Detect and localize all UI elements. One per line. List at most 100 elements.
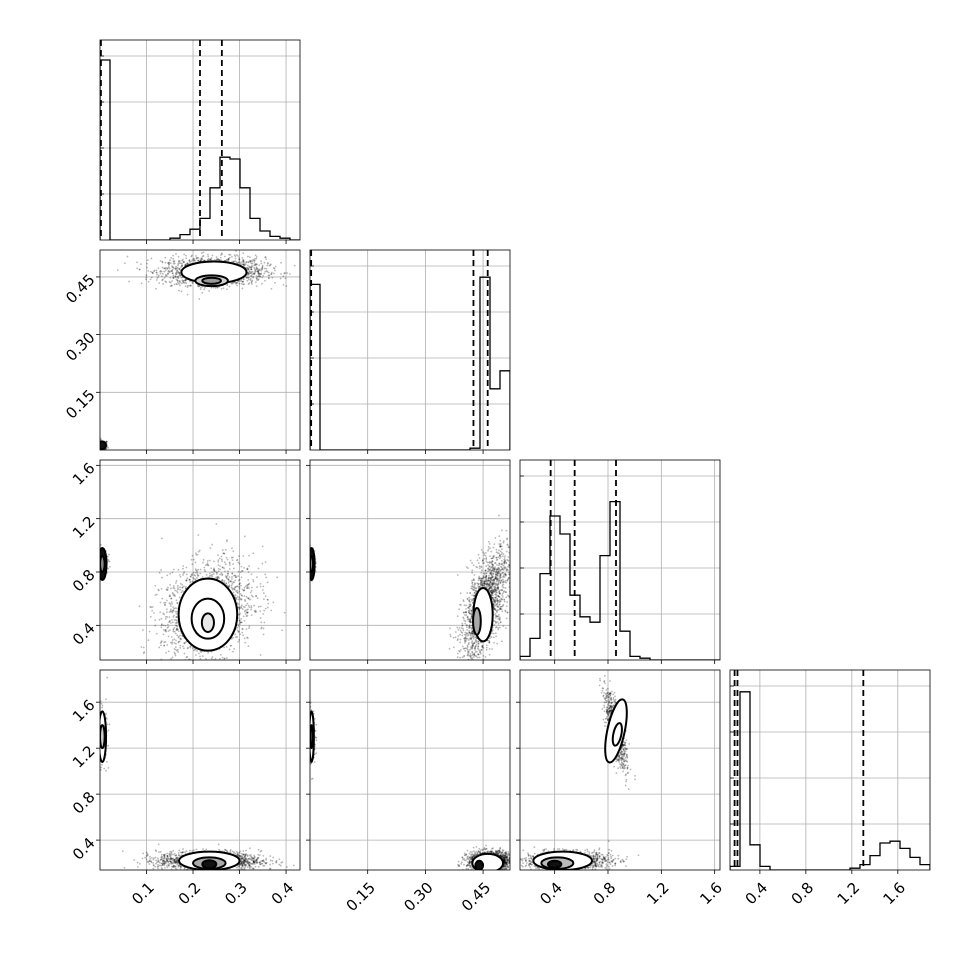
scatter-point <box>492 598 495 600</box>
scatter-point <box>256 270 259 273</box>
scatter-point <box>189 581 192 584</box>
scatter-point <box>452 646 455 649</box>
scatter-point <box>471 645 474 647</box>
scatter-point <box>231 587 234 590</box>
scatter-point <box>495 571 498 573</box>
scatter-point <box>179 284 181 287</box>
scatter-point <box>473 584 476 586</box>
panel-0-0 <box>99 39 301 244</box>
scatter-point <box>227 257 230 260</box>
scatter-point <box>149 270 152 273</box>
scatter-point <box>209 259 212 261</box>
scatter-point <box>195 577 198 579</box>
scatter-point <box>279 277 282 280</box>
scatter-point <box>247 583 249 586</box>
scatter-point <box>490 566 493 569</box>
scatter-point <box>504 555 506 558</box>
scatter-point <box>459 592 462 595</box>
scatter-point <box>265 258 268 260</box>
scatter-point <box>168 264 170 266</box>
scatter-point <box>246 612 249 614</box>
scatter-point <box>221 566 224 569</box>
scatter-point <box>184 281 187 284</box>
scatter-point <box>494 568 497 570</box>
scatter-point <box>262 592 265 594</box>
scatter-point <box>97 443 99 445</box>
scatter-point <box>243 595 246 597</box>
scatter-point <box>169 619 171 622</box>
scatter-point <box>255 595 257 597</box>
scatter-point <box>481 577 484 580</box>
scatter-point <box>471 632 474 635</box>
scatter-point <box>242 263 244 266</box>
scatter-point <box>176 610 178 613</box>
scatter-point <box>243 264 246 266</box>
scatter-point <box>247 571 250 574</box>
scatter-point <box>155 684 157 686</box>
scatter-point <box>221 677 223 679</box>
scatter-point <box>231 572 234 575</box>
scatter-point <box>503 600 506 603</box>
scatter-point <box>228 285 231 288</box>
scatter-point <box>213 570 215 573</box>
scatter-point <box>234 260 237 262</box>
scatter-point <box>493 555 496 557</box>
scatter-point <box>466 634 469 637</box>
scatter-point <box>224 563 227 566</box>
scatter-point <box>466 647 468 650</box>
scatter-point <box>250 280 253 283</box>
scatter-point <box>244 600 247 602</box>
scatter-point <box>246 587 249 590</box>
scatter-point <box>265 576 267 579</box>
scatter-point <box>259 610 262 613</box>
scatter-point <box>171 265 173 267</box>
scatter-point <box>172 262 175 265</box>
scatter-point <box>270 273 273 276</box>
scatter-point <box>258 275 261 277</box>
scatter-point <box>164 273 167 276</box>
scatter-point <box>155 287 157 290</box>
scatter-point <box>156 277 159 279</box>
scatter-point <box>229 580 232 583</box>
scatter-point <box>479 583 482 586</box>
scatter-point <box>237 598 240 601</box>
scatter-point <box>239 262 242 265</box>
scatter-point <box>176 591 179 594</box>
scatter-point <box>167 272 169 275</box>
scatter-point <box>206 663 208 665</box>
scatter-point <box>254 609 257 612</box>
scatter-point <box>260 273 262 276</box>
scatter-point <box>481 577 483 580</box>
scatter-point <box>471 647 474 650</box>
scatter-point <box>253 261 256 263</box>
scatter-point <box>227 259 230 262</box>
scatter-point <box>235 281 238 284</box>
scatter-point <box>97 446 99 448</box>
scatter-point <box>179 281 182 284</box>
scatter-point <box>186 286 189 289</box>
scatter-point <box>240 280 243 282</box>
scatter-point <box>166 616 169 618</box>
scatter-point <box>248 265 251 268</box>
scatter-point <box>207 564 209 566</box>
scatter-point <box>483 552 486 555</box>
scatter-point <box>153 270 155 273</box>
scatter-point <box>497 570 500 573</box>
scatter-point <box>217 258 220 261</box>
scatter-point <box>241 287 244 290</box>
scatter-point <box>223 552 225 555</box>
scatter-point <box>479 579 482 582</box>
scatter-point <box>164 624 167 627</box>
scatter-point <box>488 581 491 584</box>
scatter-point <box>253 264 256 267</box>
scatter-point <box>234 574 236 577</box>
scatter-point <box>168 267 171 270</box>
scatter-point <box>491 591 494 594</box>
scatter-point <box>226 574 229 577</box>
scatter-point <box>466 598 469 601</box>
scatter-point <box>187 664 189 666</box>
scatter-point <box>240 598 243 600</box>
scatter-point <box>222 287 225 290</box>
scatter-point <box>503 557 506 559</box>
scatter-point <box>97 444 99 446</box>
